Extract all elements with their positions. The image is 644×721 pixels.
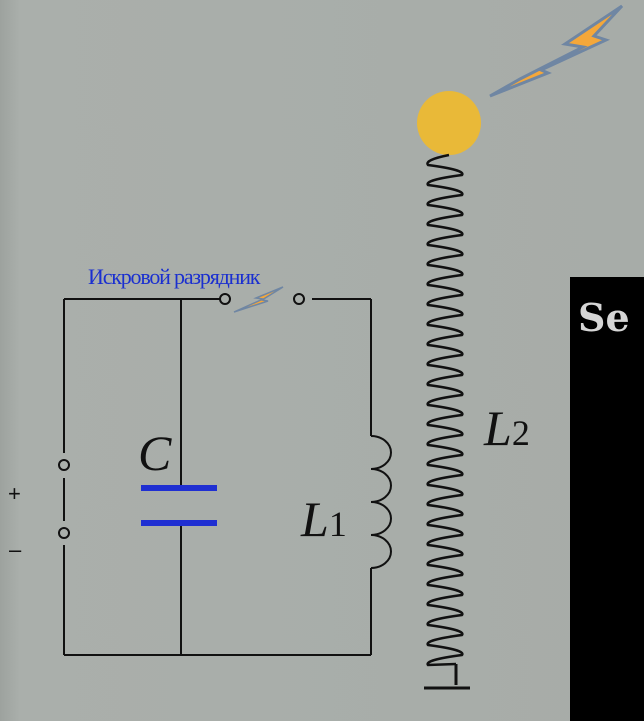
panel-text: Se bbox=[578, 295, 630, 340]
plus-terminal bbox=[58, 459, 70, 471]
capacitor-label: C bbox=[138, 425, 172, 481]
minus-terminal bbox=[58, 527, 70, 539]
black-panel: Se bbox=[570, 277, 644, 721]
inductor-l1-symbol: L bbox=[301, 491, 329, 547]
capacitor-plate-bottom bbox=[141, 520, 217, 526]
inductor-l2-label: L2 bbox=[484, 403, 530, 453]
minus-sign: – bbox=[9, 537, 22, 562]
spark-gap-label: Искровой разрядник bbox=[88, 264, 260, 289]
spark-gap-left-terminal bbox=[219, 293, 231, 305]
inductor-l1-label: L1 bbox=[301, 494, 347, 544]
plus-sign: + bbox=[8, 481, 21, 506]
primary-circuit bbox=[63, 298, 372, 656]
inductor-l1-subscript: 1 bbox=[328, 504, 347, 544]
spark-icon bbox=[233, 286, 284, 313]
capacitor-plate-top bbox=[141, 485, 217, 491]
inductor-l2-subscript: 2 bbox=[511, 413, 530, 453]
inductor-l2-symbol: L bbox=[484, 400, 512, 456]
secondary-coil-l2 bbox=[426, 153, 464, 667]
primary-coil-l1 bbox=[370, 435, 392, 569]
spark-gap-right-terminal bbox=[293, 293, 305, 305]
lightning-bolt-icon bbox=[489, 4, 624, 98]
top-terminal-ball bbox=[417, 91, 481, 155]
